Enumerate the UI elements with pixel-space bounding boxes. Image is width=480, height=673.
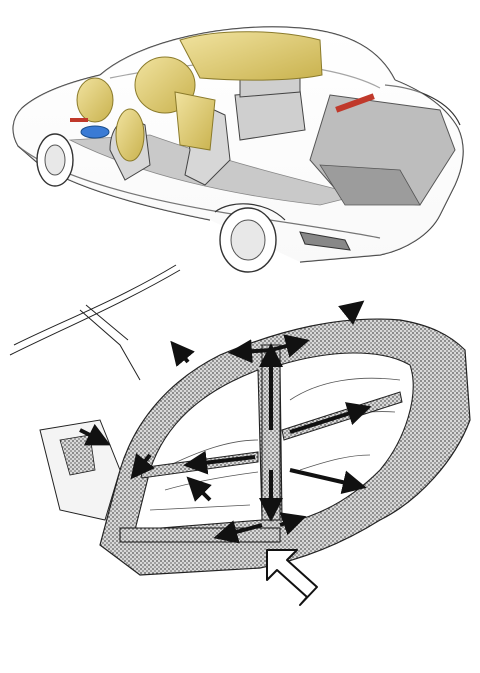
rear-wheel: [214, 203, 286, 273]
arrow-rear-beam: [289, 402, 372, 434]
sedan-cutaway-illustration: [12, 26, 464, 273]
load-path-arrows: [79, 300, 372, 544]
arrow-front-beam: [183, 450, 256, 475]
rear-door-opening: [279, 352, 414, 523]
arrow-rocker-front: [213, 520, 263, 544]
arrow-roof-left: [228, 339, 272, 364]
arrow-roof-right: [270, 334, 310, 358]
curtain-airbag: [179, 31, 323, 81]
roof-pillar-outline: [9, 264, 181, 381]
red-accent-part: [70, 118, 88, 122]
side-airbags: [76, 56, 216, 162]
steering-wheel-airbag-module: [80, 125, 110, 139]
arrow-a-pillar-lower: [130, 453, 155, 480]
rear-reflector: [335, 93, 375, 113]
front-wheel: [36, 133, 74, 187]
arrow-rocker-rear: [279, 512, 307, 536]
rocker-panel: [119, 527, 281, 543]
arrow-upper-left: [170, 340, 195, 367]
impact-direction-arrow: [266, 549, 318, 606]
trunk-floor-panel: [319, 164, 421, 206]
arrow-front-member: [79, 423, 111, 446]
side-structure-illustration: [9, 264, 471, 606]
tail-light: [299, 231, 351, 251]
arrow-rear-lower: [289, 468, 367, 494]
arrow-floor-cross: [186, 476, 212, 502]
arrow-rear-roof: [338, 300, 365, 325]
